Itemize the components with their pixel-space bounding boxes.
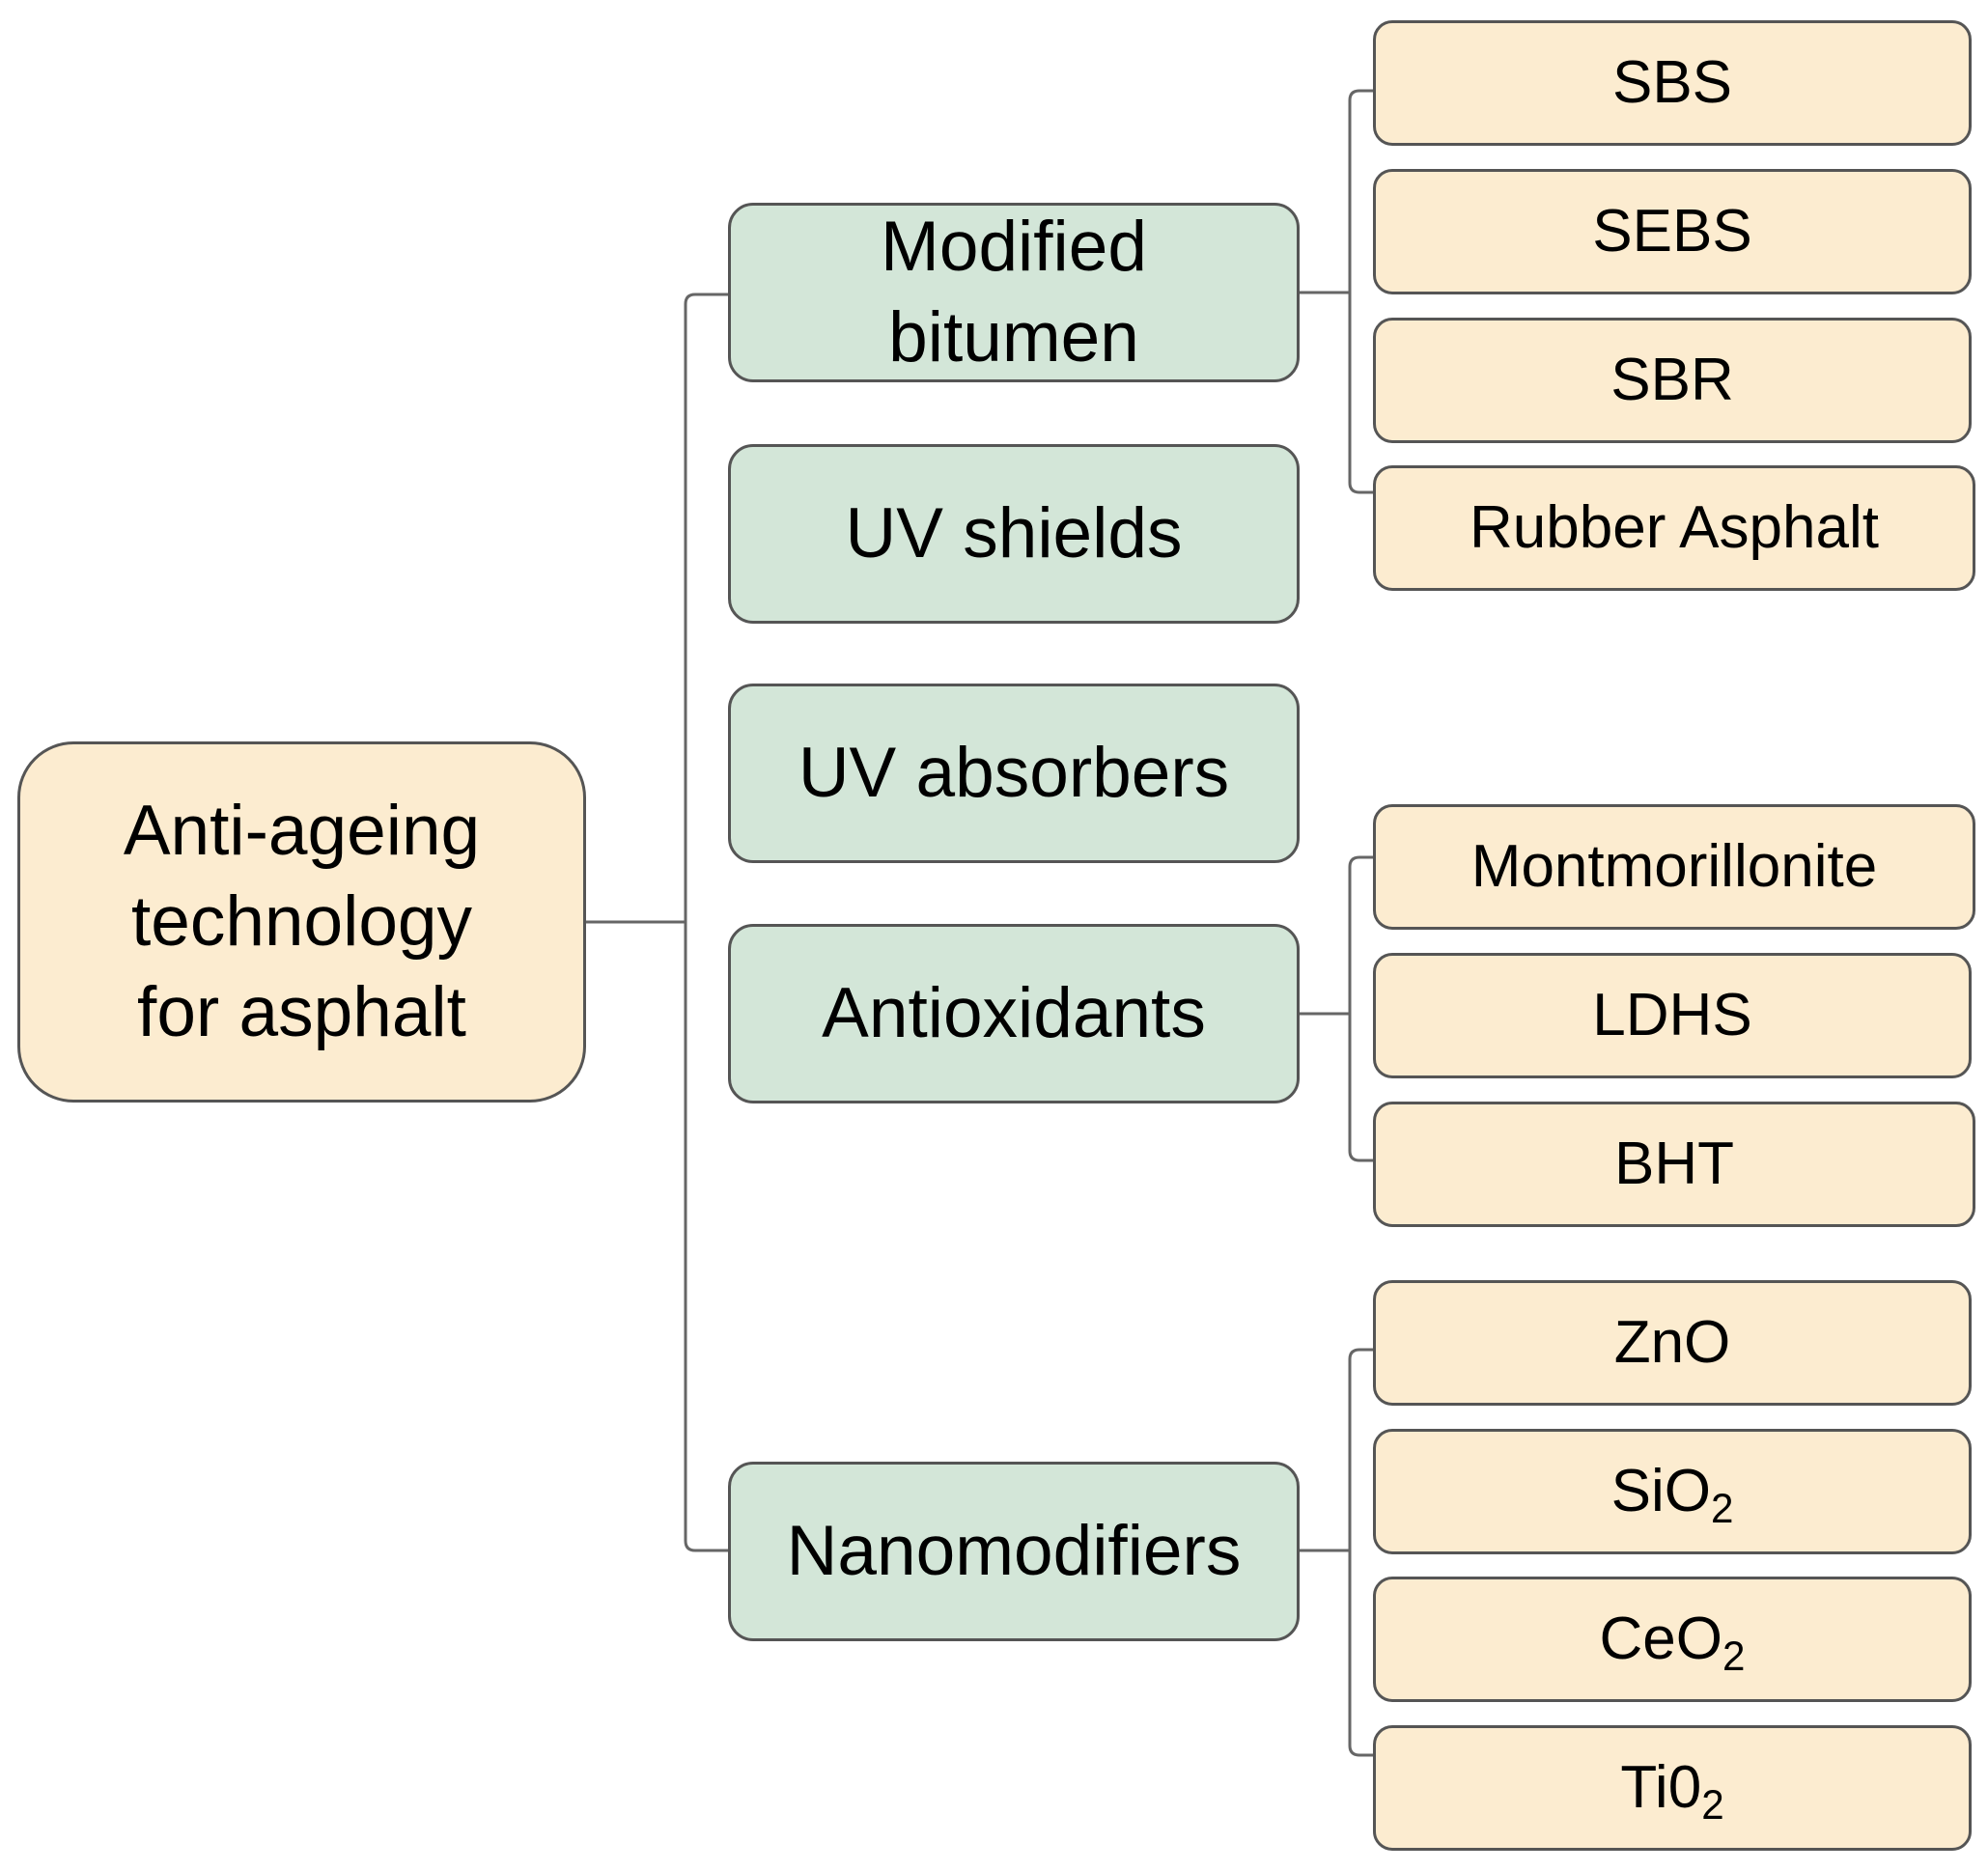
category-nanomodifiers: Nanomodifiers (728, 1462, 1300, 1641)
formula-base: Ti0 (1620, 1754, 1702, 1821)
item-rubber-asphalt: Rubber Asphalt (1373, 465, 1975, 591)
category-modified-bitumen: Modified bitumen (728, 203, 1300, 382)
formula-subscript: 2 (1722, 1633, 1746, 1679)
root-label: Anti-ageing technology for asphalt (123, 792, 481, 1051)
item-ceo2: CeO2 (1373, 1577, 1972, 1702)
item-label: Montmorillonite (1470, 833, 1878, 900)
item-sbs: SBS (1373, 20, 1972, 146)
item-label: CeO2 (1599, 1606, 1746, 1676)
category-uv-absorbers: UV absorbers (728, 684, 1300, 863)
category-label: UV shields (845, 494, 1183, 572)
connector-modified-bitumen-bracket (1348, 89, 1375, 494)
category-label: Modified bitumen (881, 208, 1147, 377)
item-label: SEBS (1592, 198, 1752, 265)
item-label: BHT (1614, 1131, 1734, 1197)
item-zno: ZnO (1373, 1280, 1972, 1406)
item-label: ZnO (1613, 1309, 1731, 1376)
item-label: SBS (1611, 49, 1733, 116)
root-node: Anti-ageing technology for asphalt (17, 741, 586, 1103)
category-label: Nanomodifiers (786, 1512, 1242, 1590)
item-sbr: SBR (1373, 318, 1972, 443)
item-label: SBR (1610, 347, 1734, 413)
category-antioxidants: Antioxidants (728, 924, 1300, 1103)
formula-subscript: 2 (1701, 1781, 1724, 1828)
connector-nanomodifiers-bracket (1348, 1348, 1375, 1757)
item-ti02: Ti02 (1373, 1725, 1972, 1851)
formula-base: SiO (1610, 1458, 1711, 1524)
item-montmorillonite: Montmorillonite (1373, 804, 1975, 930)
item-sio2: SiO2 (1373, 1429, 1972, 1554)
item-ldhs: LDHS (1373, 953, 1972, 1078)
category-label: Antioxidants (822, 974, 1206, 1052)
formula-base: CeO (1599, 1606, 1723, 1672)
item-label: Rubber Asphalt (1470, 494, 1879, 561)
formula-subscript: 2 (1710, 1485, 1734, 1531)
item-sebs: SEBS (1373, 169, 1972, 294)
item-bht: BHT (1373, 1102, 1975, 1227)
item-label: Ti02 (1620, 1754, 1723, 1825)
item-label: SiO2 (1610, 1458, 1734, 1528)
category-label: UV absorbers (798, 734, 1230, 812)
item-label: LDHS (1592, 982, 1752, 1048)
connector-trunk (684, 293, 732, 1552)
category-uv-shields: UV shields (728, 444, 1300, 624)
connector-antioxidants-bracket (1348, 855, 1375, 1162)
